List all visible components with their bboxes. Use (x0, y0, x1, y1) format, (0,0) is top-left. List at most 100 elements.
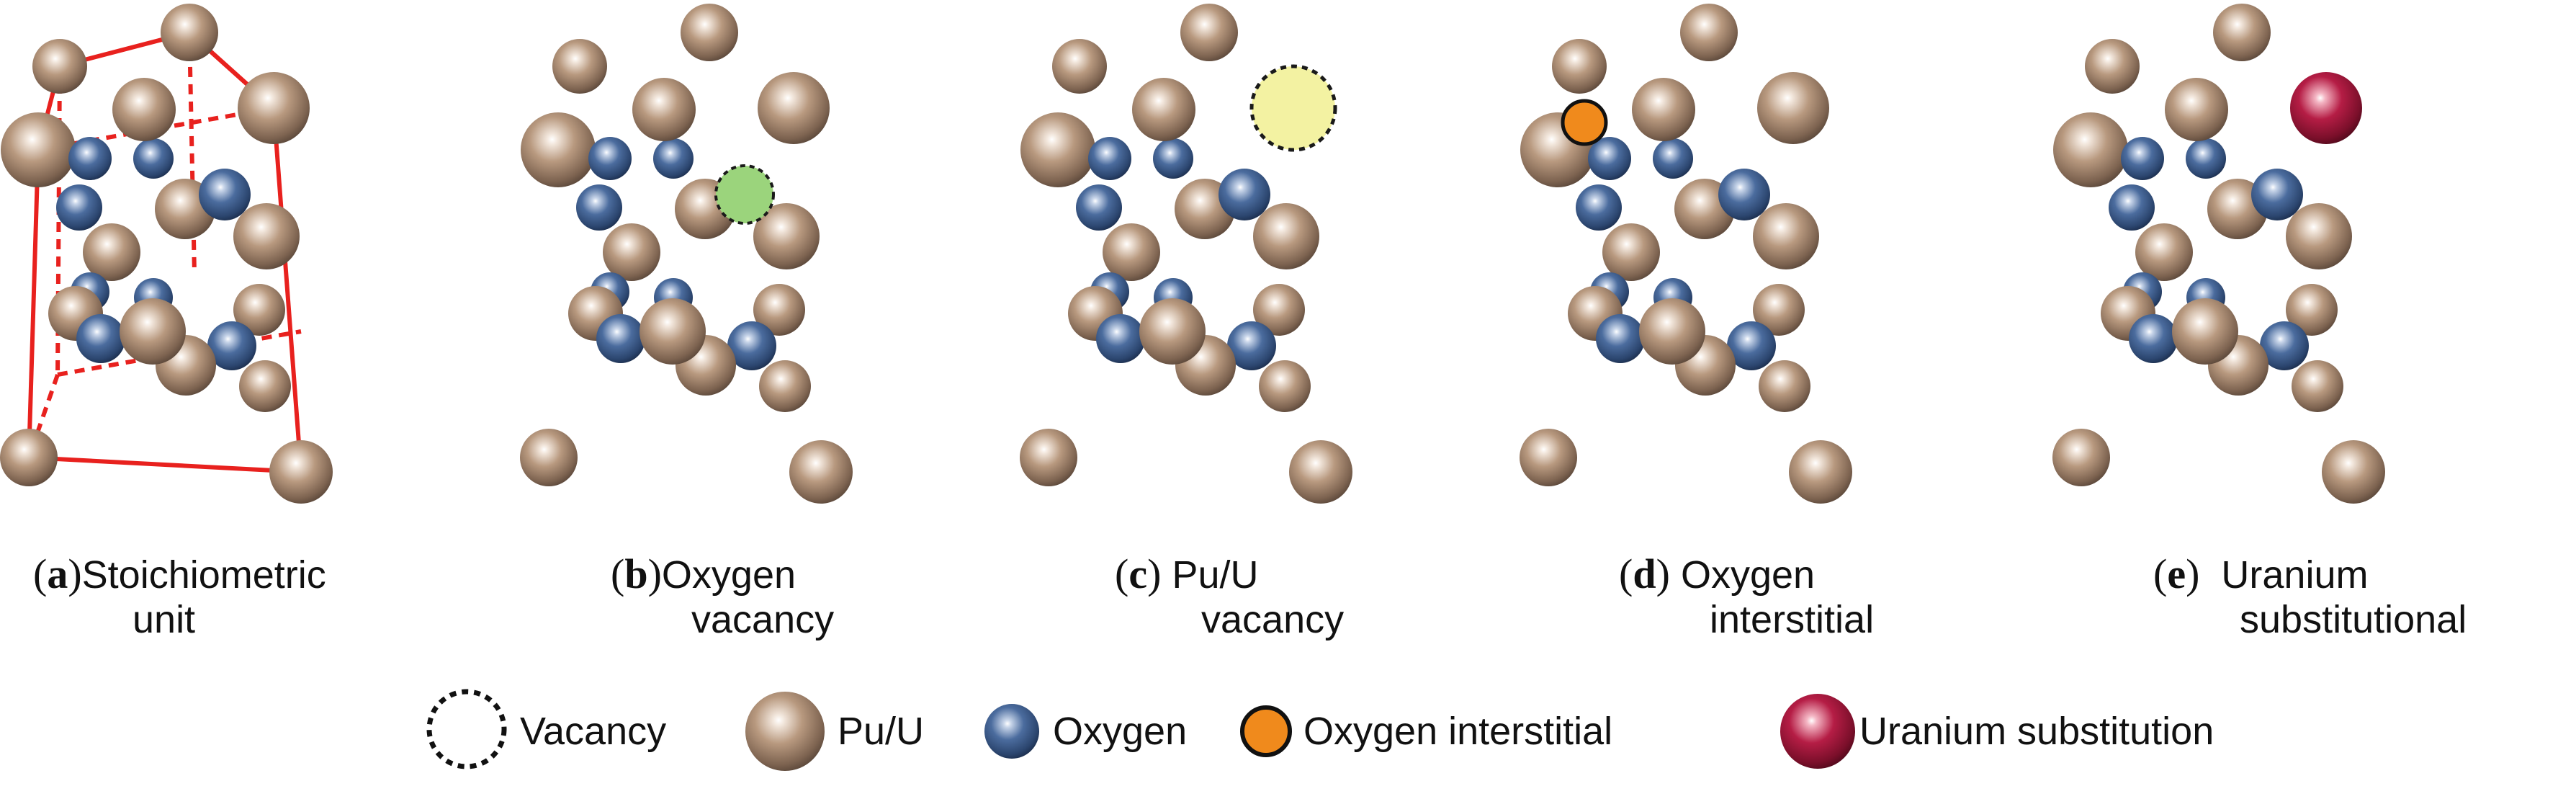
caption-d-line1: Oxygen (1680, 553, 1816, 597)
pu-u-atom (112, 78, 176, 141)
legend-interstitial-icon (1240, 705, 1292, 757)
oxygen-atom (56, 184, 102, 231)
oxygen-atom (588, 137, 632, 180)
pu-u-atom (1020, 112, 1095, 187)
pu-u-atom (1259, 360, 1311, 412)
legend-label-vacancy: Vacancy (520, 710, 667, 753)
pu-u-atom (753, 203, 820, 269)
pu-u-atom (603, 223, 660, 281)
pu-u-atom (789, 440, 853, 504)
oxygen-atom (1596, 314, 1645, 363)
legend-label-puu: Pu/U (838, 710, 925, 753)
oxygen-atom (1076, 184, 1122, 231)
unit-cell-edge (28, 455, 302, 474)
pu-u-atom (753, 284, 805, 336)
pu-u-atom (2135, 223, 2193, 281)
oxygen-atom (576, 184, 622, 231)
oxygen-atom (1088, 137, 1131, 180)
pu-u-atom (2053, 112, 2128, 187)
caption-b-line2: vacancy (691, 598, 835, 641)
caption-e-letter: e (2167, 550, 2186, 597)
oxygen-atom (76, 314, 125, 363)
oxygen-atom (68, 137, 112, 180)
panel-d (1520, 4, 1852, 504)
pu-u-atom (1520, 429, 1577, 486)
oxygen-atom (1227, 321, 1276, 370)
pu-u-atom (83, 223, 140, 281)
caption-c: (c) Pu/U vacancy (1115, 550, 1345, 642)
pu-u-atom (2286, 203, 2352, 269)
pu-u-atom (1639, 298, 1705, 365)
oxygen-atom (2251, 169, 2303, 220)
unit-cell-edge (271, 107, 303, 473)
pu-u-atom (2213, 4, 2271, 61)
pu-u-atom (2052, 429, 2110, 486)
caption-a-letter: a (47, 550, 68, 597)
legend-puu-icon (745, 692, 825, 771)
pu-u-atom (2292, 360, 2343, 412)
caption-e-line2: substitutional (2240, 598, 2467, 641)
legend-label-interstitial: Oxygen interstitial (1303, 710, 1613, 753)
pu-u-atom (1632, 78, 1695, 141)
pu-u-atom (32, 39, 87, 94)
oxygen-atom (2121, 137, 2164, 180)
legend-label-substitution: Uranium substitution (1859, 710, 2214, 753)
unit-cell-edge (27, 149, 40, 458)
pu-u-atom (1757, 72, 1829, 144)
caption-a-line1: Stoichiometric (81, 553, 326, 597)
pu-u-atom (233, 284, 285, 336)
pu-u-atom (758, 72, 830, 144)
pu-u-atom (2322, 440, 2385, 504)
pu-u-atom (1753, 284, 1805, 336)
oxygen-atom (1153, 138, 1193, 179)
legend-oxygen-icon (984, 704, 1039, 759)
oxygen-atom (2129, 314, 2178, 363)
caption-c-line2: vacancy (1201, 598, 1345, 641)
pu-u-atom (269, 440, 333, 504)
pu-u-atom (120, 298, 186, 365)
pu-u-atom (1, 112, 76, 187)
pu-u-atom (1103, 223, 1160, 281)
oxygen-interstitial-atom (1561, 99, 1608, 146)
pu-u-atom (2165, 78, 2228, 141)
oxygen-atom (2186, 138, 2226, 179)
pu-u-atom (1132, 78, 1195, 141)
pu-u-atom (520, 429, 578, 486)
pu-u-atom (681, 4, 738, 61)
pu-u-atom (1759, 360, 1810, 412)
pu-u-atom (1139, 298, 1206, 365)
unit-cell-edge (187, 32, 197, 274)
uranium-substitution-atom (2290, 72, 2362, 144)
pu-u-atom (1020, 429, 1077, 486)
pu-u-atom (161, 4, 218, 61)
pu-u-atom (0, 429, 58, 486)
oxygen-atom (1096, 314, 1145, 363)
panel-b (520, 4, 853, 504)
oxygen-atom (1576, 184, 1622, 231)
pu-u-atom (521, 112, 596, 187)
pu-u-atom (1289, 440, 1352, 504)
panel-e (2052, 4, 2385, 504)
pu-u-vacancy-marker (1249, 64, 1337, 152)
oxygen-atom (727, 321, 776, 370)
pu-u-atom (238, 72, 310, 144)
caption-b-letter: b (624, 550, 648, 597)
pu-u-atom (1180, 4, 1238, 61)
pu-u-atom (1052, 39, 1107, 94)
caption-d-letter: d (1633, 550, 1656, 597)
pu-u-atom (2085, 39, 2140, 94)
pu-u-atom (639, 298, 706, 365)
oxygen-atom (1588, 137, 1631, 180)
legend-label-oxygen: Oxygen (1053, 710, 1188, 753)
pu-u-atom (759, 360, 811, 412)
caption-a-line2: unit (133, 598, 196, 641)
legend (426, 689, 1855, 771)
oxygen-atom (1718, 169, 1770, 220)
caption-b: (b)Oxygen vacancy (611, 550, 835, 642)
pu-u-atom (2172, 298, 2238, 365)
pu-u-atom (1680, 4, 1738, 61)
oxygen-atom (199, 169, 251, 220)
pu-u-atom (1253, 284, 1305, 336)
pu-u-atom (1753, 203, 1819, 269)
oxygen-vacancy-marker (714, 164, 775, 225)
